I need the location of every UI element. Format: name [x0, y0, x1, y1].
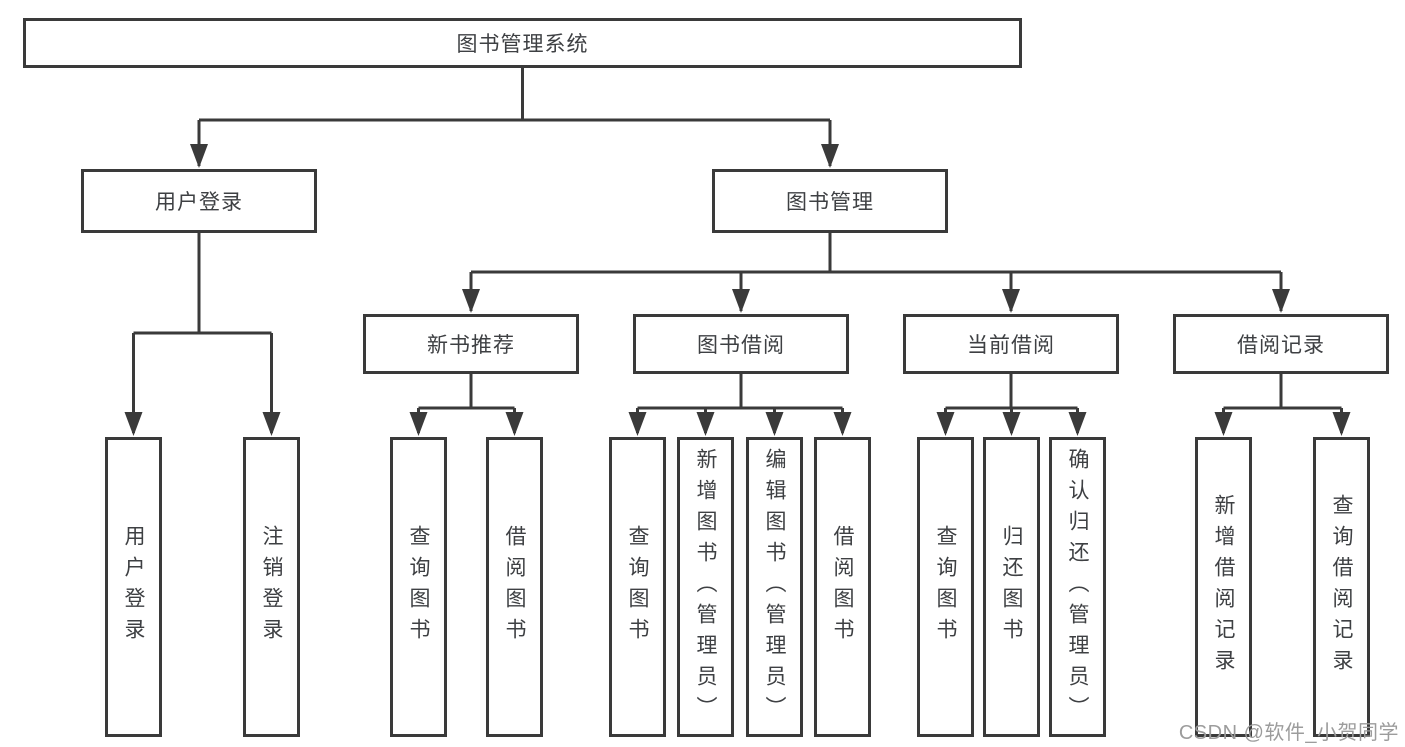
- node-borrowing-records: 借阅记录: [1173, 314, 1389, 374]
- node-label: 图书借阅: [697, 334, 785, 357]
- node-label: 查询图书: [934, 525, 957, 649]
- connector-root-to-level2: [190, 68, 839, 168]
- node-label: 借阅图书: [503, 525, 526, 649]
- leaf-add-books-admin: 新增图书（管理员）: [677, 437, 734, 737]
- node-label: 编辑图书（管理员）: [763, 447, 786, 727]
- node-label: 注销登录: [260, 525, 283, 649]
- node-label: 图书管理: [786, 191, 874, 214]
- leaf-add-borrow-record: 新增借阅记录: [1195, 437, 1252, 737]
- connector-new-book-children: [409, 374, 524, 436]
- node-label: 确认归还（管理员）: [1066, 447, 1089, 727]
- node-book-borrowing: 图书借阅: [633, 314, 849, 374]
- leaf-borrow-books-recommend: 借阅图书: [486, 437, 543, 737]
- node-user-login: 用户登录: [81, 169, 317, 233]
- leaf-return-books: 归还图书: [983, 437, 1040, 737]
- connector-book-management-children: [462, 233, 1290, 313]
- leaf-query-borrow-record: 查询借阅记录: [1313, 437, 1370, 737]
- node-label: 查询图书: [407, 525, 430, 649]
- leaf-edit-books-admin: 编辑图书（管理员）: [746, 437, 803, 737]
- node-label: 新增图书（管理员）: [694, 447, 717, 727]
- connector-borrow-records-children: [1214, 374, 1351, 436]
- node-label: 新书推荐: [427, 334, 515, 357]
- connector-user-login-children: [124, 233, 281, 436]
- node-label: 当前借阅: [967, 334, 1055, 357]
- node-label: 用户登录: [155, 191, 243, 214]
- connector-book-borrow-children: [628, 374, 852, 436]
- node-label: 借阅图书: [831, 525, 854, 649]
- node-label: 图书管理系统: [456, 33, 589, 56]
- leaf-borrow-books-borrowing: 借阅图书: [814, 437, 871, 737]
- node-system-root: 图书管理系统: [23, 18, 1022, 68]
- node-current-borrowing: 当前借阅: [903, 314, 1119, 374]
- connector-current-borrow-children: [936, 374, 1087, 436]
- node-label: 借阅记录: [1237, 334, 1325, 357]
- leaf-confirm-return-admin: 确认归还（管理员）: [1049, 437, 1106, 737]
- node-new-book-recommend: 新书推荐: [363, 314, 579, 374]
- leaf-query-books-recommend: 查询图书: [390, 437, 447, 737]
- leaf-user-login: 用户登录: [105, 437, 162, 737]
- node-label: 查询图书: [626, 525, 649, 649]
- node-label: 查询借阅记录: [1330, 494, 1353, 680]
- csdn-watermark: CSDN @软件_小贺同学: [1178, 722, 1399, 744]
- leaf-query-books-current: 查询图书: [917, 437, 974, 737]
- leaf-query-books-borrowing: 查询图书: [609, 437, 666, 737]
- node-label: 归还图书: [1000, 525, 1023, 649]
- node-label: 用户登录: [122, 525, 145, 649]
- leaf-logout: 注销登录: [243, 437, 300, 737]
- node-label: 新增借阅记录: [1212, 494, 1235, 680]
- node-book-management: 图书管理: [712, 169, 948, 233]
